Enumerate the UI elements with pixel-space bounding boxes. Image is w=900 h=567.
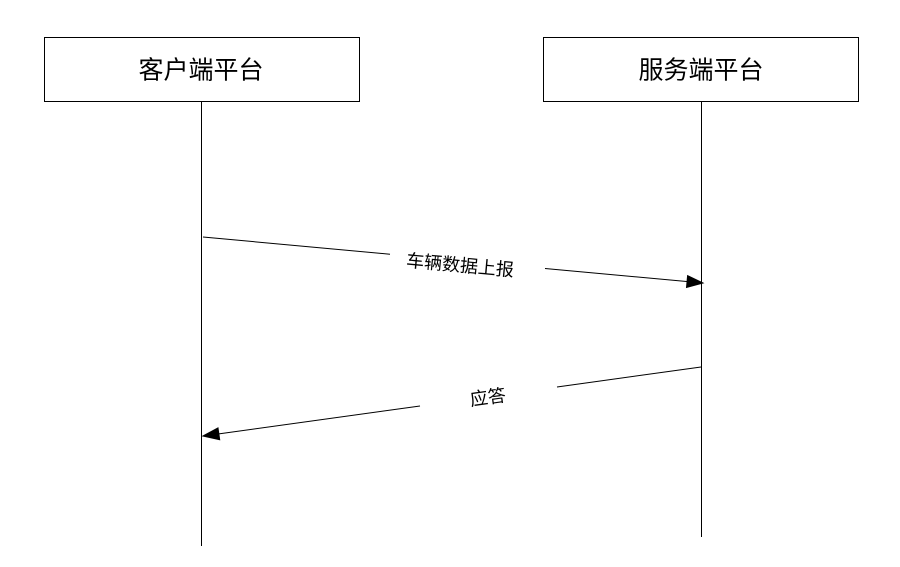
message-1-label: 车辆数据上报 — [405, 251, 514, 282]
participant-client-box — [44, 37, 360, 102]
message-2-arrowhead-icon — [201, 427, 221, 441]
message-2-line-segment-a — [556, 366, 702, 388]
participant-client-label: 客户端平台 — [138, 56, 263, 85]
message-response: 应答 — [201, 366, 702, 441]
message-1-arrowhead-icon — [685, 274, 705, 289]
message-1-line-segment-b — [544, 268, 689, 283]
participant-server-box — [543, 37, 859, 102]
participant-client: 客户端平台 — [44, 37, 360, 546]
message-vehicle-data-report: 车辆数据上报 — [202, 236, 705, 289]
participant-server: 服务端平台 — [543, 37, 859, 537]
message-2-label: 应答 — [469, 385, 508, 411]
participant-server-label: 服务端平台 — [638, 56, 763, 85]
message-1-line-segment-a — [202, 236, 391, 255]
message-2-line-segment-b — [217, 405, 421, 435]
